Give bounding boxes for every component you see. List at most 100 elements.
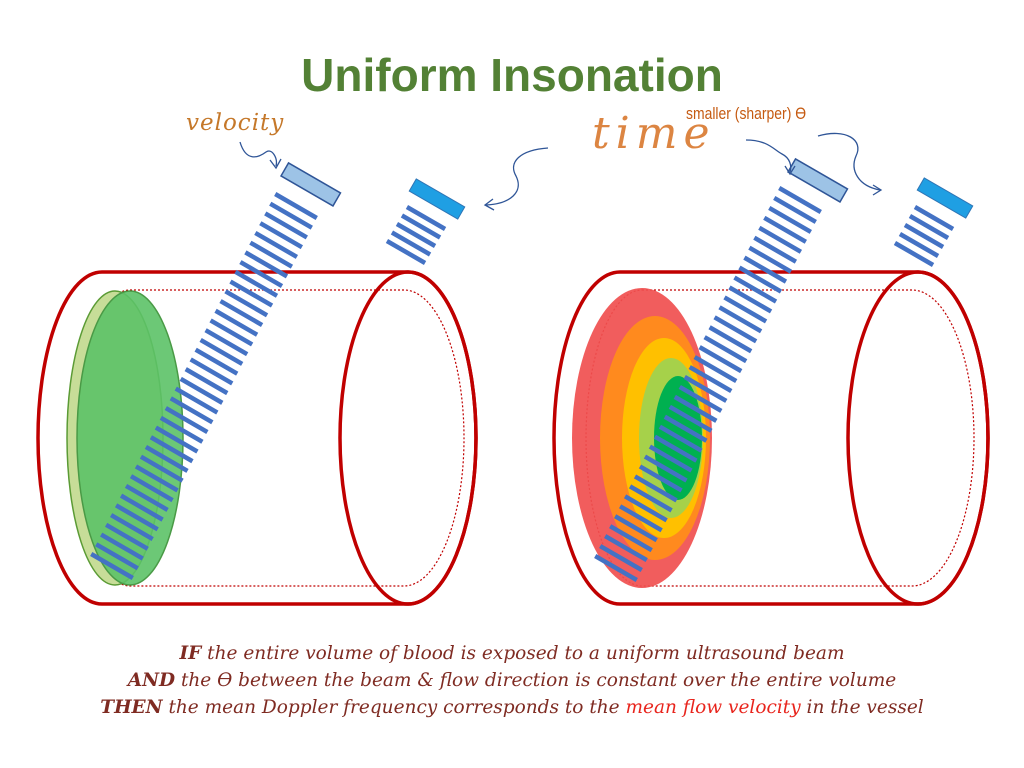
transducer-right-active — [786, 157, 849, 203]
beam-stripe — [733, 275, 778, 304]
beam-stripe — [778, 186, 822, 214]
slide-title: Uniform Insonation — [301, 49, 723, 101]
beam-stripe — [723, 295, 768, 324]
beam-stripe — [663, 414, 708, 443]
caption-line-if-text: the entire volume of blood is exposed to… — [201, 643, 845, 664]
time-label: time — [592, 108, 716, 159]
velocity-label: velocity — [186, 110, 285, 136]
beam-stripe — [264, 211, 308, 240]
beam-left-active — [90, 192, 318, 580]
right-vessel-lumen — [585, 289, 975, 587]
beam-stripe — [405, 205, 447, 231]
keyword-then: THEN — [100, 697, 163, 718]
beam-stripe — [668, 404, 713, 433]
beam-stripe — [204, 328, 249, 357]
keyword-and: AND — [127, 670, 176, 691]
beam-stripe — [618, 504, 663, 533]
beam-stripe — [254, 230, 299, 259]
beam-stripe — [658, 424, 703, 453]
transducer-left-active — [279, 161, 342, 207]
beam-stripe — [913, 205, 955, 231]
right-vessel-far-end — [846, 270, 990, 606]
beam-stripe — [609, 524, 653, 553]
right-vessel — [552, 270, 990, 606]
beam-stripe — [683, 375, 728, 403]
beam-stripe — [753, 235, 798, 264]
time-arrow-left-head — [483, 198, 495, 211]
theta-arrow — [745, 139, 792, 173]
beam-stripe — [908, 214, 950, 240]
time-arrow-right — [817, 132, 881, 191]
beam-stripe — [129, 474, 174, 503]
beam-stripe — [728, 285, 773, 314]
beam-stripe — [713, 315, 758, 344]
beam-stripe — [189, 357, 234, 386]
beam-stripe — [179, 376, 224, 405]
beam-stripe — [124, 483, 169, 512]
beam-stripe — [678, 384, 723, 413]
beam-stripe — [738, 265, 783, 294]
beam-stripe — [594, 554, 638, 582]
beam-stripe — [903, 223, 945, 249]
beam-stripe — [229, 279, 274, 308]
beam-stripe — [139, 454, 184, 483]
beam-stripe — [109, 513, 154, 542]
beam-left-idle — [385, 205, 447, 265]
beam-stripe — [898, 232, 940, 258]
beam-right-idle — [893, 205, 955, 267]
beam-stripe — [385, 239, 427, 265]
beam-stripe — [105, 522, 149, 551]
beam-stripe — [673, 394, 718, 423]
beam-stripe — [768, 205, 812, 234]
beam-stripe — [184, 367, 229, 396]
caption-line-if: IF the entire volume of blood is exposed… — [0, 640, 1024, 667]
beam-stripe — [134, 464, 179, 493]
beam-stripe — [628, 484, 673, 513]
beam-stripe — [159, 415, 204, 444]
velocity-arrow-head — [269, 158, 282, 170]
velocity-arrow — [239, 141, 278, 167]
beam-stripe — [763, 215, 807, 244]
beam-stripe — [239, 260, 284, 289]
beam-stripe — [100, 532, 144, 561]
beam-stripe — [244, 250, 289, 279]
caption-line-then: THEN the mean Doppler frequency correspo… — [0, 694, 1024, 721]
transducer-right-idle — [916, 177, 974, 219]
beam-stripe — [395, 222, 437, 248]
beam-stripe — [199, 337, 244, 366]
beam-stripe — [269, 201, 313, 230]
beam-stripe — [154, 425, 199, 454]
left-vessel-far-end — [338, 270, 478, 606]
beam-stripe — [623, 494, 668, 523]
beam-stripe — [119, 493, 164, 522]
beam-stripe — [633, 474, 678, 503]
transducer-left-idle — [408, 178, 466, 220]
beam-stripe — [164, 406, 209, 435]
beam-stripe — [224, 289, 269, 318]
time-arrow-right-head — [872, 184, 883, 196]
beam-stripe — [708, 325, 753, 354]
beam-stripe — [214, 308, 259, 337]
left-vessel — [36, 270, 478, 606]
beam-stripe — [149, 435, 194, 464]
beam-stripe — [174, 386, 219, 415]
beam-stripe — [390, 230, 432, 257]
beam-stripe — [893, 241, 935, 267]
caption-line-and: AND the ϴ between the beam & flow direct… — [0, 667, 1024, 694]
beam-stripe — [194, 347, 239, 376]
ultrasound-beams — [90, 186, 955, 582]
beam-stripe — [400, 213, 442, 240]
caption-line-then-text-after: in the vessel — [800, 697, 924, 718]
beam-stripe — [653, 434, 698, 463]
beam-stripe — [259, 221, 303, 250]
beam-stripe — [234, 269, 279, 298]
beam-stripe — [648, 444, 693, 473]
beam-stripe — [698, 345, 743, 374]
beam-stripe — [688, 365, 733, 393]
beam-stripe — [144, 445, 189, 473]
beam-stripe — [169, 396, 214, 425]
beam-stripe — [703, 335, 748, 364]
beam-stripe — [209, 318, 254, 347]
left-vessel-lumen — [75, 289, 465, 587]
beam-stripe — [773, 195, 817, 224]
